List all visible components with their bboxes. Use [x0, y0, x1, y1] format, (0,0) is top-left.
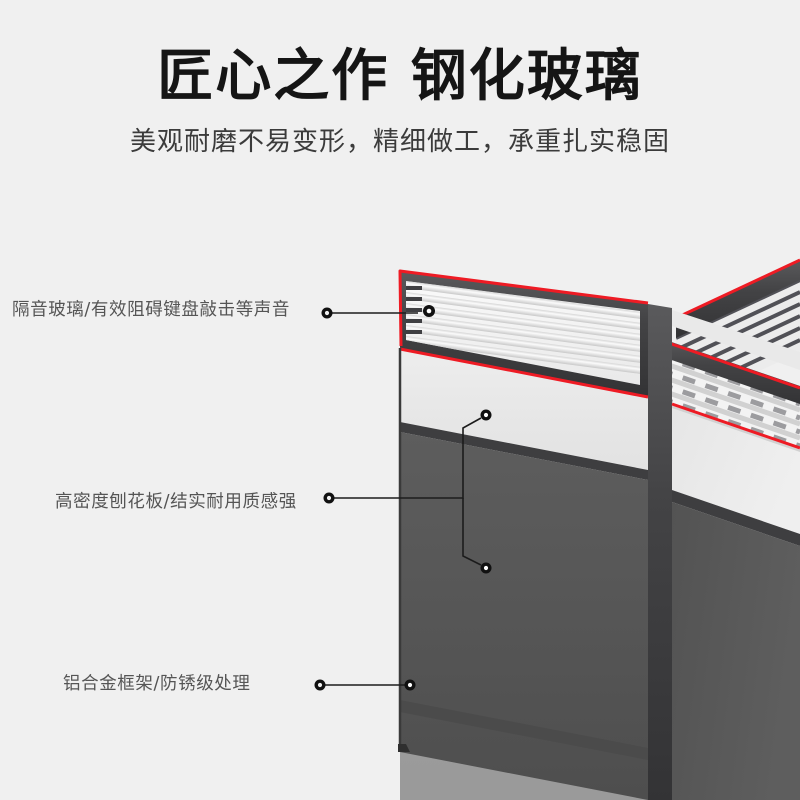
leader-line-particle-board [323, 409, 492, 574]
right-run-glass-top-edge [660, 306, 800, 370]
callout-label-sound-proof-glass: 隔音玻璃/有效阻碍键盘敲击等声音 [12, 300, 290, 320]
accent-line-band-top-right [671, 402, 800, 450]
callout-label-particle-board: 高密度刨花板/结实耐用质感强 [55, 492, 297, 512]
near-base-skirting [400, 700, 648, 760]
near-mid-rail [400, 422, 648, 480]
near-dark-panel [400, 432, 648, 800]
right-run-mid-rail [660, 338, 800, 404]
page-title: 匠心之作 钢化玻璃 [157, 44, 643, 109]
accent-line-band-top [399, 347, 649, 399]
header: 匠心之作 钢化玻璃 美观耐磨不易变形，精细做工，承重扎实稳固 [0, 0, 800, 158]
right-run-mid-rail-lower [672, 490, 800, 546]
callout-label-aluminium-frame: 铝合金框架/防锈级处理 [63, 674, 251, 694]
accent-line-right-mid [659, 338, 800, 390]
near-light-band [400, 348, 648, 470]
leader-line-aluminium-frame [314, 679, 416, 691]
floor-shadow [400, 752, 648, 800]
right-run-dark-panel [672, 502, 800, 800]
leader-line-sound-proof-glass [321, 305, 435, 319]
accent-line-glass-outline [398, 269, 649, 347]
floor-foot-left [398, 744, 410, 752]
near-glass-louvers [406, 281, 640, 375]
far-top-rail [676, 260, 800, 338]
right-run-light-band [672, 408, 800, 534]
corner-frame-post [648, 304, 672, 800]
page-subtitle: 美观耐磨不易变形，精细做工，承重扎实稳固 [129, 126, 670, 157]
accent-line-far-top [675, 258, 800, 320]
